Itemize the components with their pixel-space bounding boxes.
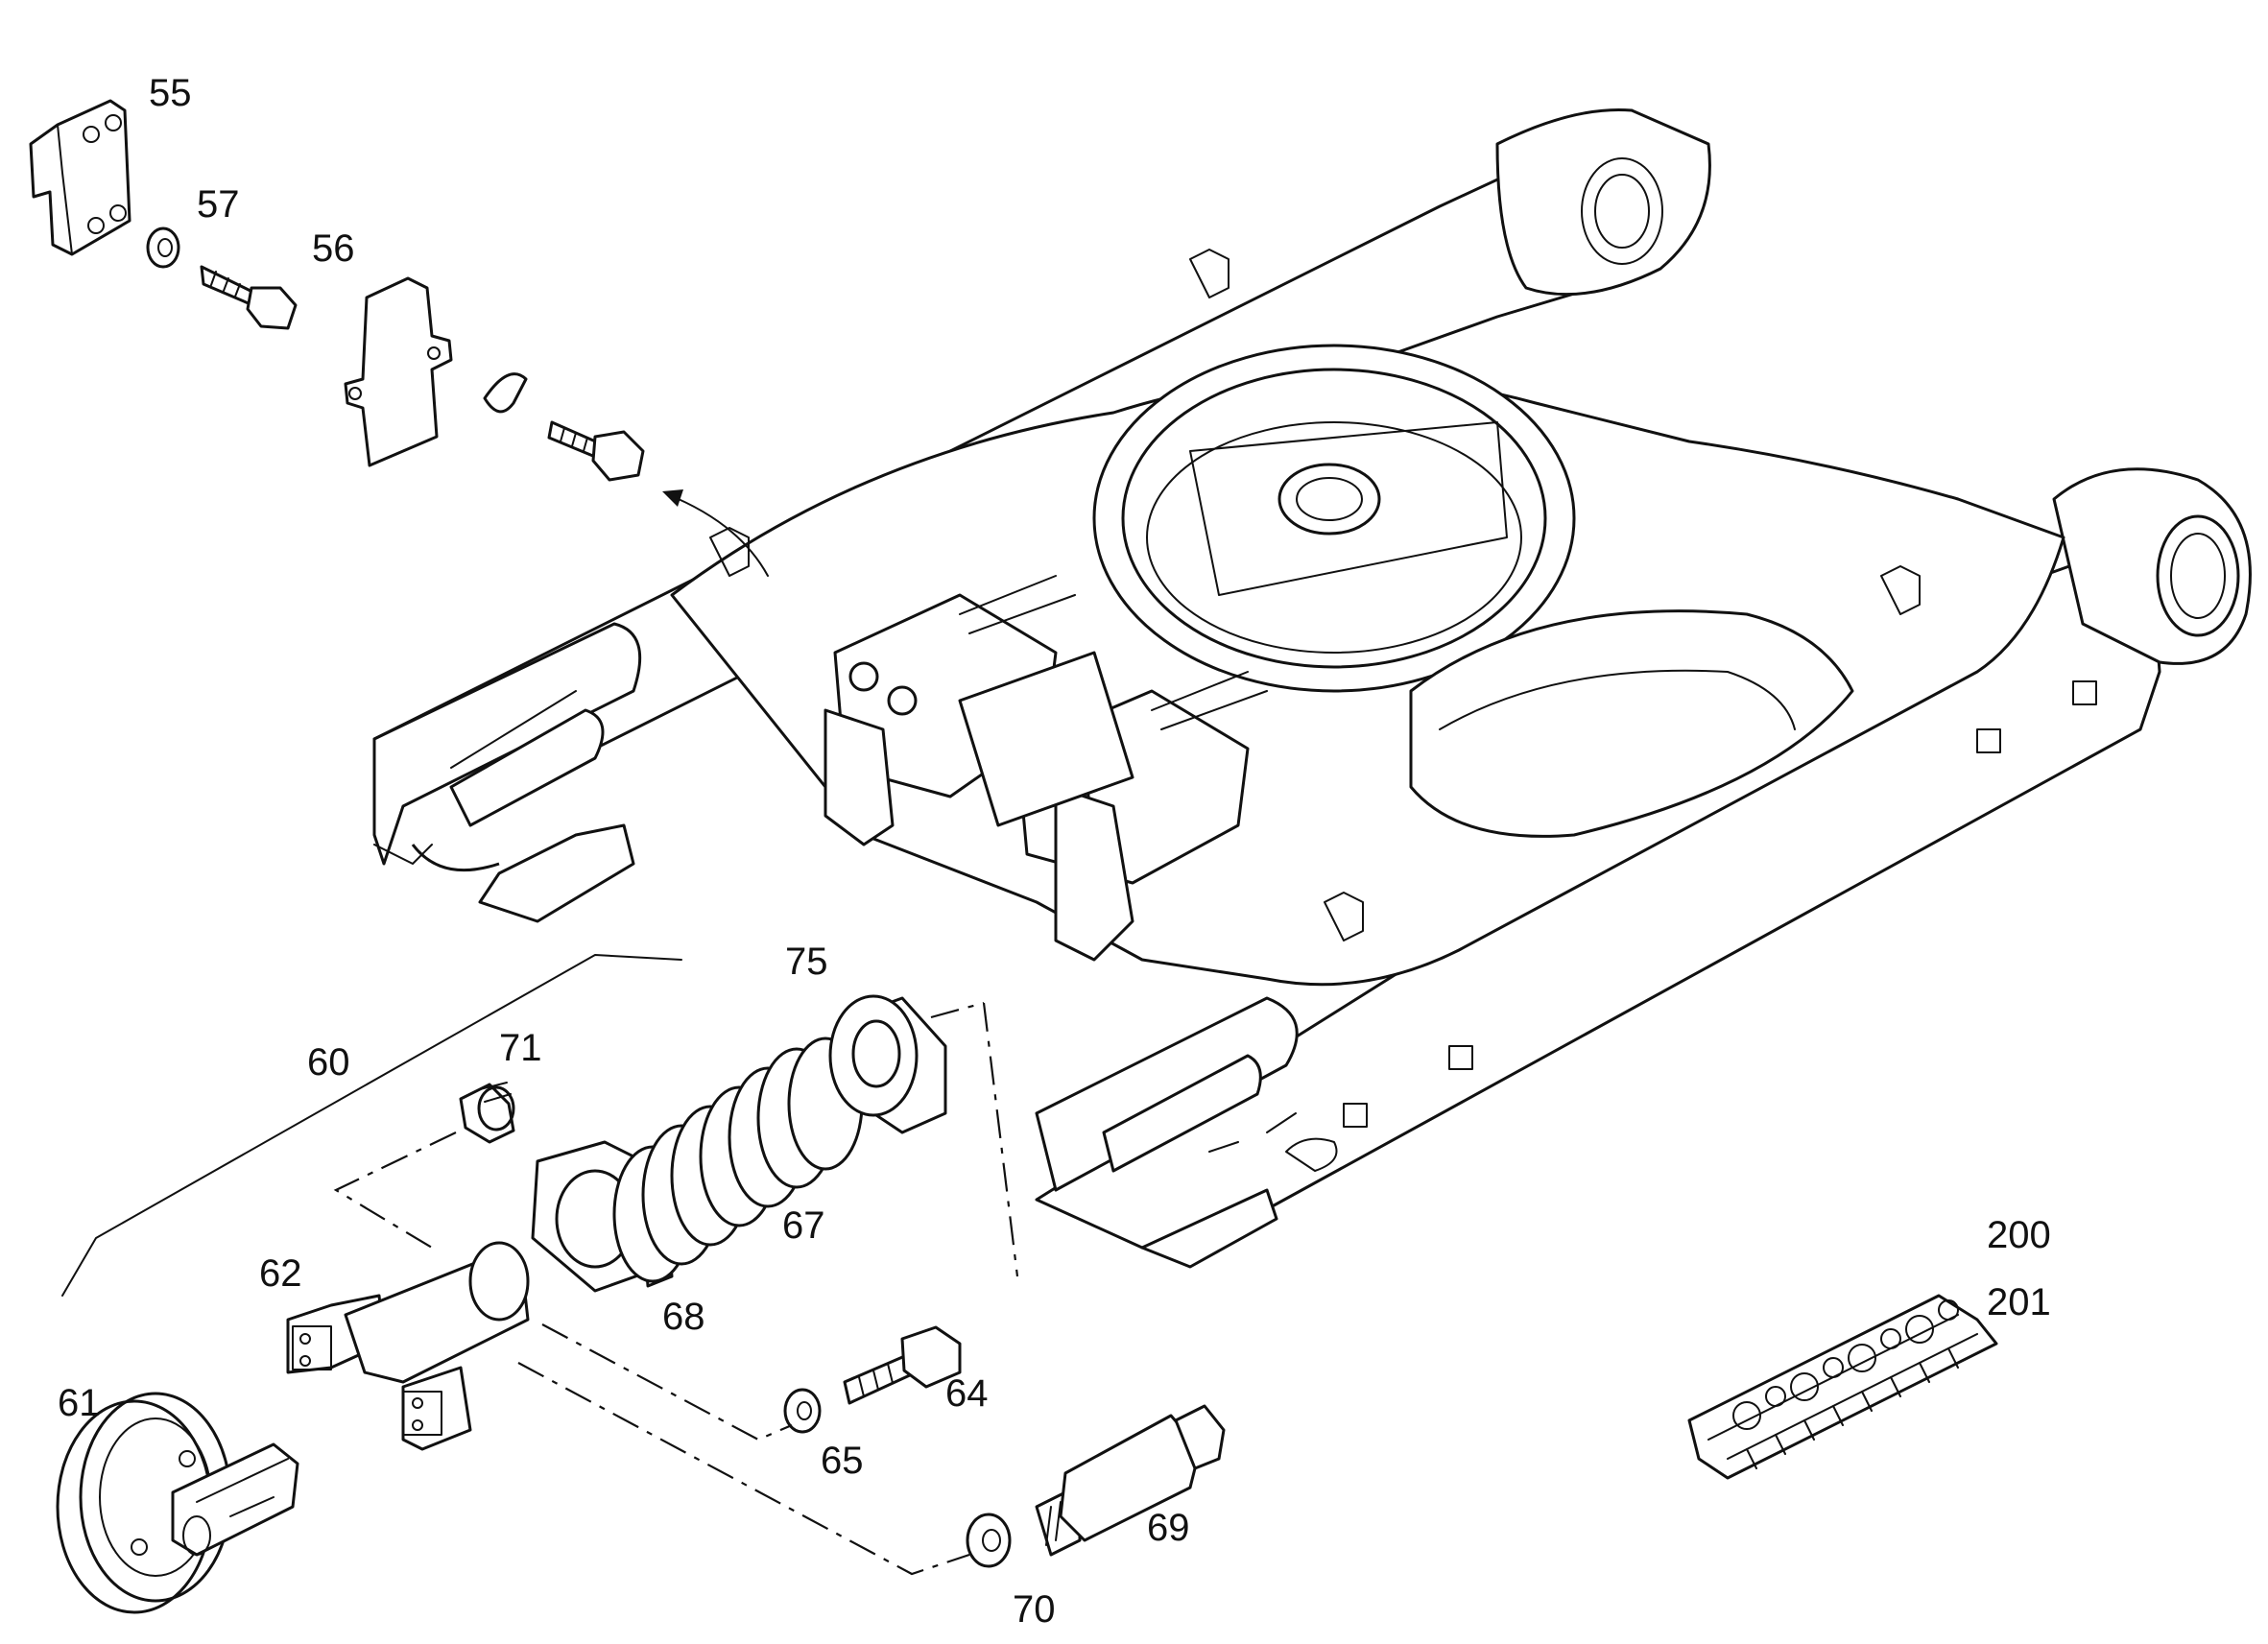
callout-68: 68 xyxy=(662,1296,705,1338)
assembly-centerlines xyxy=(333,1001,1019,1576)
part-71-grease-fitting xyxy=(459,1082,515,1144)
part-69-adjuster xyxy=(1035,1404,1226,1557)
bolt-icon xyxy=(200,265,298,330)
part-61-idler-wheel xyxy=(56,1392,299,1614)
callout-57: 57 xyxy=(197,183,240,226)
callout-labels: 55 57 56 75 71 60 67 62 68 64 61 65 69 7… xyxy=(58,72,2051,1631)
part-62-yoke xyxy=(286,1241,530,1451)
callout-56: 56 xyxy=(312,227,355,270)
callout-69: 69 xyxy=(1147,1507,1190,1549)
callout-55: 55 xyxy=(149,72,192,114)
callout-64: 64 xyxy=(945,1372,989,1415)
part-200-track-chain xyxy=(1687,1294,1998,1480)
part-65-washer xyxy=(783,1388,822,1434)
assembly-arrow-icon xyxy=(662,489,769,577)
part-70-washer xyxy=(966,1513,1012,1568)
callout-75: 75 xyxy=(785,941,828,983)
callout-71: 71 xyxy=(499,1027,542,1069)
part-67-recoil-spring xyxy=(612,1036,864,1283)
half-washer-icon xyxy=(483,372,528,414)
callout-200: 200 xyxy=(1987,1214,2051,1256)
callout-60: 60 xyxy=(307,1041,350,1084)
callout-62: 62 xyxy=(259,1252,302,1295)
callout-67: 67 xyxy=(782,1204,825,1247)
callout-70: 70 xyxy=(1013,1588,1056,1631)
callout-65: 65 xyxy=(821,1440,864,1482)
part-75-spacer xyxy=(828,994,947,1134)
part-56-plate xyxy=(344,276,453,467)
callout-61: 61 xyxy=(58,1382,101,1424)
frame-bolt-icon xyxy=(547,420,645,482)
undercarriage-frame xyxy=(372,107,2252,1269)
part-57-washer xyxy=(146,226,180,269)
callout-201: 201 xyxy=(1987,1281,2051,1323)
part-55-cover-plate xyxy=(29,99,131,256)
group-60-bracket xyxy=(61,954,682,1297)
part-64-bolt xyxy=(843,1325,962,1405)
